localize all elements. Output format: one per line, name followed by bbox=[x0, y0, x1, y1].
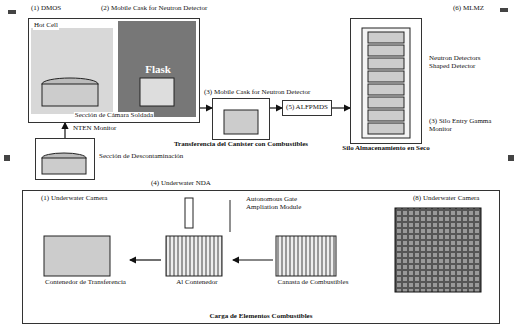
nda-probe bbox=[185, 198, 193, 228]
node-box: Contenedor de Transferencia bbox=[41, 231, 130, 289]
callout-label: Autonomous Gate Ampliation Module bbox=[245, 196, 323, 211]
flow-arrow bbox=[130, 259, 161, 260]
node-text: Sección de Cámara Soldada bbox=[74, 112, 154, 120]
node-box: Sección de Cámara Soldada Hot CellFlask bbox=[28, 18, 200, 123]
node-text: Canasta de Combustibles bbox=[277, 279, 350, 287]
node-text: Sección de Descontaminación bbox=[98, 153, 184, 161]
node-box: Sección de Descontaminación bbox=[35, 138, 95, 180]
silo-tube bbox=[362, 28, 410, 138]
node-text: Hot Cell bbox=[33, 22, 59, 30]
node-text: Carga de Elementos Combustibles bbox=[209, 313, 314, 321]
node-text: Flask bbox=[144, 63, 172, 75]
decon-drum-body bbox=[42, 158, 86, 174]
hot-cell-wall bbox=[31, 28, 113, 114]
flow-arrow bbox=[270, 107, 282, 108]
callout-label: (2) Mobile Cask for Neutron Detector bbox=[100, 5, 208, 13]
node-box: Hot Cell bbox=[31, 21, 115, 105]
transfer-cask bbox=[224, 110, 258, 134]
callout-label: Neutron Detectors Shaped Detector bbox=[428, 55, 496, 70]
node-text: Transferencia del Canister con Combustib… bbox=[173, 141, 309, 149]
node-text: Al Contenedor bbox=[175, 279, 218, 287]
flask-canister bbox=[140, 78, 174, 106]
node-box: Al Contenedor bbox=[161, 231, 233, 289]
node-box: (3) Mobile Cask for Neutron DetectorTran… bbox=[212, 98, 270, 140]
callout-label: (4) Underwater NDA bbox=[150, 180, 212, 188]
drum-body bbox=[42, 84, 98, 106]
node-box: Flask bbox=[118, 21, 198, 117]
node-text: (3) Mobile Cask for Neutron Detector bbox=[203, 89, 311, 97]
node-box: Silo Almacenamiento en Seco bbox=[350, 18, 422, 144]
callout-label: (1) DMOS bbox=[30, 5, 62, 13]
flow-arrow bbox=[64, 123, 65, 138]
callout-label: (6) MLMZ bbox=[452, 5, 485, 13]
node-text: (5) ALFPMDS bbox=[285, 104, 329, 112]
callout-label: (1) Underwater Camera bbox=[40, 195, 108, 203]
canister-stack bbox=[368, 32, 404, 134]
callout-label: (3) Silo Entry Gamma Monitor bbox=[428, 118, 502, 133]
node-text: Contenedor de Transferencia bbox=[44, 279, 127, 287]
flow-arrow bbox=[200, 107, 212, 108]
node-box: Canasta de Combustibles bbox=[273, 231, 353, 289]
node-box: (5) ALFPMDS bbox=[282, 100, 332, 116]
flask-body bbox=[118, 21, 196, 117]
flow-arrow bbox=[233, 259, 273, 260]
fuel-basket bbox=[276, 236, 336, 276]
transfer-container bbox=[44, 236, 110, 276]
probe-line bbox=[230, 200, 231, 232]
callout-label: NTEN Monitor bbox=[72, 125, 117, 133]
flow-arrow bbox=[332, 107, 350, 108]
fuel-elements bbox=[395, 208, 481, 292]
node-text: Silo Almacenamiento en Seco bbox=[341, 145, 430, 153]
fuel-basket bbox=[166, 236, 222, 276]
callout-label: (8) Underwater Camera bbox=[412, 195, 480, 203]
